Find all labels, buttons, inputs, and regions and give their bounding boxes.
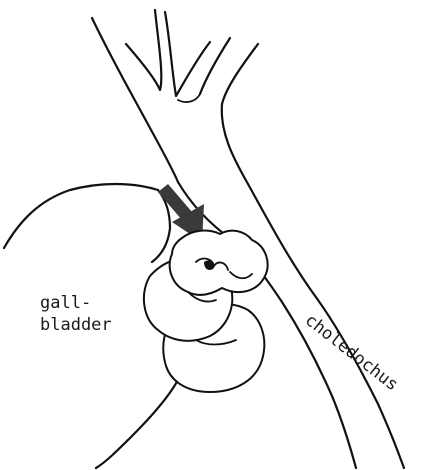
left-branch	[126, 10, 161, 90]
choledochus-label: choledochus	[301, 310, 402, 395]
duct-left-wall	[92, 18, 178, 182]
right-branch-outer	[222, 44, 258, 104]
gallbladder-label-line1: gall-	[40, 293, 91, 313]
gallbladder-label-line2: bladder	[40, 315, 112, 335]
gallbladder-lower-outline	[96, 380, 178, 468]
gallstone-mass	[144, 231, 268, 392]
right-branch	[200, 38, 230, 94]
gallbladder-outline	[4, 184, 170, 262]
duct-fold-line	[178, 94, 200, 102]
